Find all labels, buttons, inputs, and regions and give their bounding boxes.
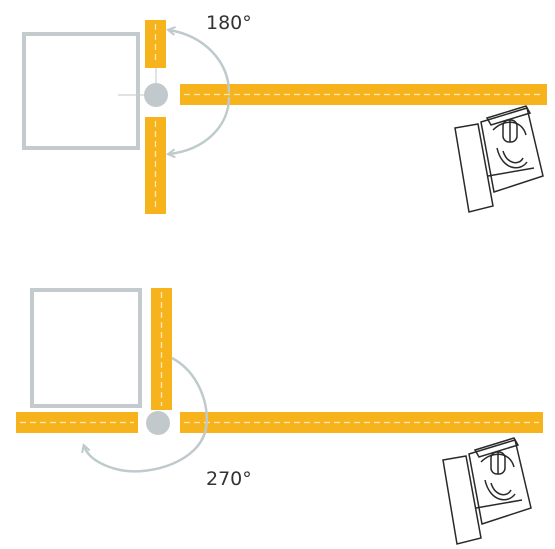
angle-label: 270° bbox=[206, 468, 252, 490]
boom-segment-lower bbox=[145, 117, 166, 214]
rotation-arrow-down bbox=[169, 96, 231, 154]
diagram-270: 270° bbox=[16, 288, 543, 545]
storage-box bbox=[30, 288, 142, 408]
diagram-180: 180° bbox=[22, 12, 547, 214]
boom-segment-upper bbox=[145, 20, 166, 68]
angle-label: 180° bbox=[206, 12, 252, 34]
operator-machine-icon bbox=[442, 437, 532, 545]
storage-box bbox=[22, 32, 140, 150]
boom-segment-left bbox=[16, 412, 138, 433]
boom-segment-vertical bbox=[151, 288, 172, 410]
operator-machine-icon bbox=[454, 105, 544, 213]
boom-main bbox=[180, 84, 547, 105]
pivot-circle bbox=[144, 83, 168, 107]
rotation-arrow-up bbox=[169, 30, 231, 94]
pivot-circle bbox=[146, 411, 170, 435]
boom-main bbox=[180, 412, 543, 433]
rotation-arrow bbox=[84, 356, 208, 473]
